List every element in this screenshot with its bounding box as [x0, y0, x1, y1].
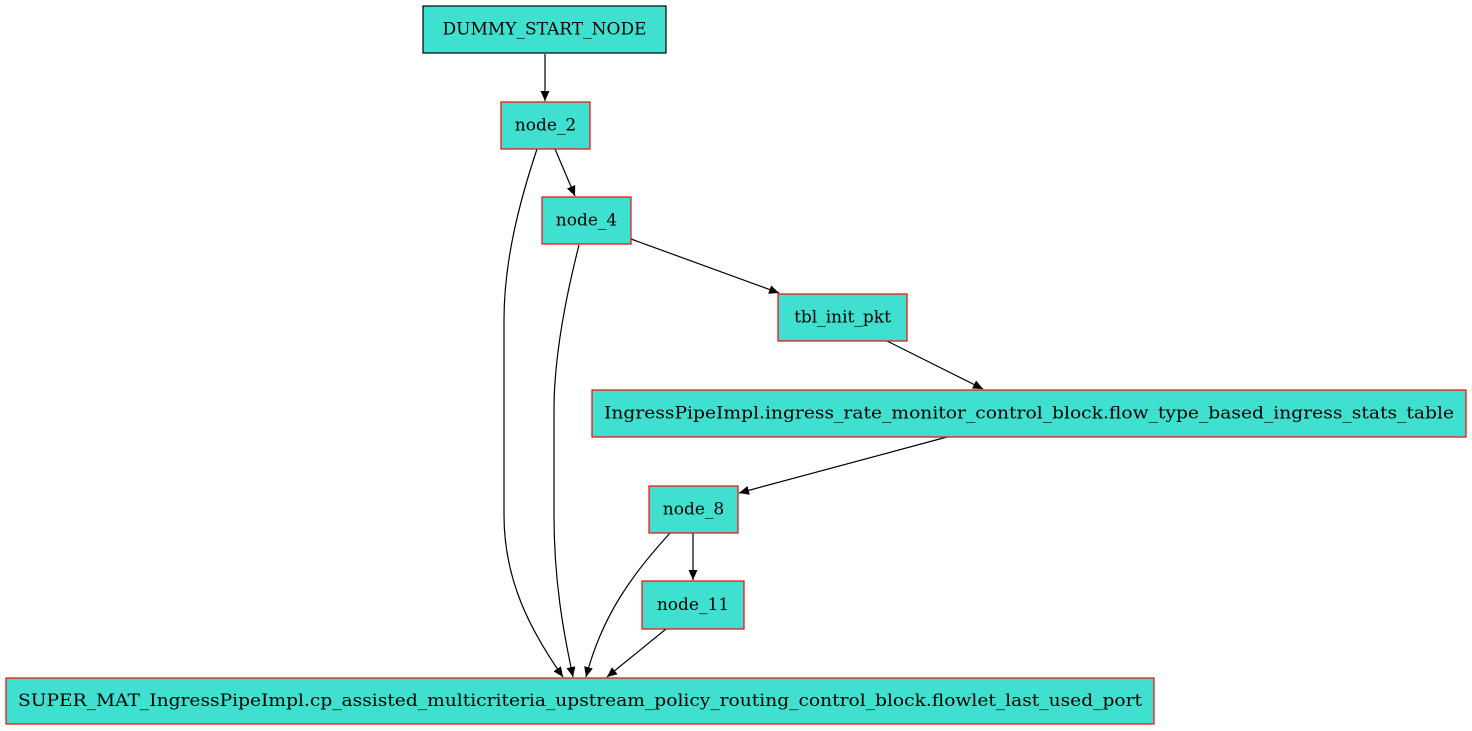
- edge-tbl-init-pkt-to-ingress-stats: [886, 340, 984, 390]
- node-dummy-start[interactable]: DUMMY_START_NODE: [422, 5, 667, 54]
- node-node-8[interactable]: node_8: [648, 485, 739, 534]
- node-node-11-label: node_11: [657, 595, 729, 615]
- edge-node2-to-super-mat: [503, 148, 564, 678]
- node-node-2-label: node_2: [515, 116, 576, 136]
- node-node-11[interactable]: node_11: [641, 580, 745, 630]
- edge-ingress-stats-to-node8: [738, 436, 948, 495]
- node-node-4-label: node_4: [556, 211, 617, 231]
- node-node-8-label: node_8: [663, 500, 724, 520]
- node-ingress-stats-table[interactable]: IngressPipeImpl.ingress_rate_monitor_con…: [591, 389, 1467, 438]
- node-tbl-init-pkt[interactable]: tbl_init_pkt: [777, 293, 908, 342]
- node-node-2[interactable]: node_2: [500, 101, 591, 150]
- edge-node2-to-node4: [554, 148, 576, 197]
- node-tbl-init-pkt-label: tbl_init_pkt: [794, 308, 891, 328]
- node-super-mat-label: SUPER_MAT_IngressPipeImpl.cp_assisted_mu…: [18, 691, 1142, 711]
- node-node-4[interactable]: node_4: [541, 196, 632, 245]
- node-ingress-stats-table-label: IngressPipeImpl.ingress_rate_monitor_con…: [604, 404, 1454, 424]
- edge-node11-to-super-mat: [606, 628, 667, 678]
- node-dummy-start-label: DUMMY_START_NODE: [442, 20, 646, 40]
- edge-node4-to-super-mat: [553, 244, 580, 678]
- edge-node4-to-tbl-init-pkt: [630, 238, 780, 294]
- node-super-mat[interactable]: SUPER_MAT_IngressPipeImpl.cp_assisted_mu…: [5, 677, 1155, 725]
- edge-node8-to-super-mat: [584, 532, 671, 678]
